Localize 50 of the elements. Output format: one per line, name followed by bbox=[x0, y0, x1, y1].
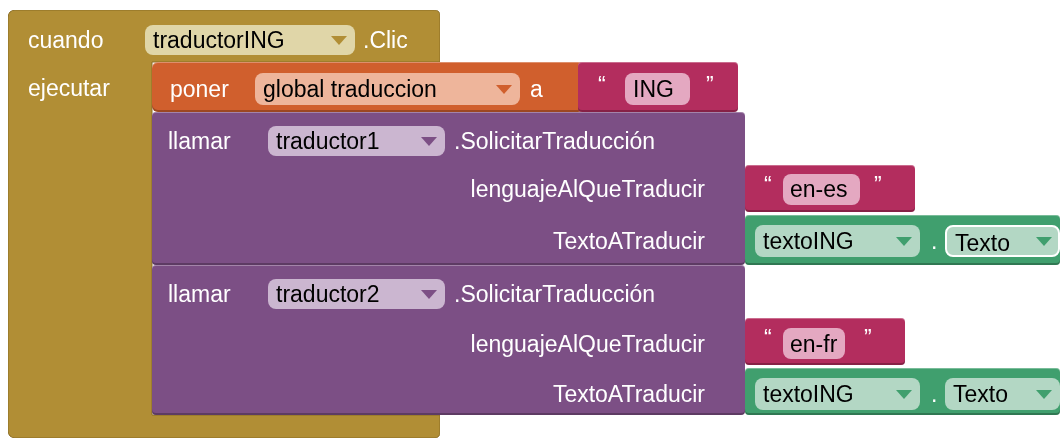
dropdown-field bbox=[255, 73, 520, 105]
field-value: traductorING bbox=[153, 27, 285, 53]
field-value: Texto bbox=[955, 230, 1010, 256]
text-value: ING bbox=[633, 76, 674, 102]
field-value: Texto bbox=[953, 381, 1008, 407]
property-getter-block bbox=[745, 215, 1060, 265]
quote-mark: “ bbox=[764, 325, 772, 351]
text-value: en-fr bbox=[790, 331, 838, 357]
block-label: lenguajeAlQueTraducir bbox=[470, 331, 705, 357]
quote-mark: ” bbox=[864, 325, 872, 351]
block-label: TextoATraducir bbox=[552, 381, 705, 407]
block-label: TextoATraducir bbox=[552, 228, 705, 254]
quote-mark: “ bbox=[764, 172, 772, 198]
property-getter-block bbox=[745, 368, 1060, 415]
text-block bbox=[578, 62, 738, 112]
text-field bbox=[625, 73, 690, 105]
dropdown-field bbox=[268, 279, 445, 309]
block-label: llamar bbox=[168, 128, 231, 154]
text-field bbox=[783, 328, 845, 359]
block-label: .SolicitarTraducción bbox=[454, 281, 656, 307]
dropdown-field bbox=[268, 126, 445, 156]
dropdown-field bbox=[945, 225, 1060, 257]
quote-mark: ” bbox=[706, 72, 714, 98]
text-field bbox=[783, 174, 860, 205]
dropdown-field bbox=[755, 225, 920, 257]
dropdown-field bbox=[945, 378, 1060, 410]
block-label: llamar bbox=[168, 281, 231, 307]
text-block bbox=[745, 318, 905, 365]
block-label: . bbox=[931, 228, 938, 254]
field-value: textoING bbox=[763, 381, 854, 407]
field-value: traductor1 bbox=[276, 128, 380, 154]
dropdown-field bbox=[145, 25, 355, 55]
block-label: .SolicitarTraducción bbox=[454, 128, 656, 154]
method-call-block bbox=[152, 112, 745, 265]
block-label: a bbox=[530, 76, 543, 102]
quote-mark: ” bbox=[874, 172, 882, 198]
block-label: lenguajeAlQueTraducir bbox=[470, 176, 705, 202]
field-value: textoING bbox=[763, 228, 854, 254]
block-label: cuando bbox=[28, 27, 104, 53]
block-label: ejecutar bbox=[28, 75, 110, 101]
field-value: global traduccion bbox=[263, 76, 437, 102]
dropdown-field bbox=[755, 378, 920, 410]
field-value: traductor2 bbox=[276, 281, 380, 307]
block-label: .Clic bbox=[363, 27, 408, 53]
text-block bbox=[745, 165, 915, 212]
block-label: . bbox=[931, 381, 938, 407]
text-value: en-es bbox=[790, 176, 848, 202]
quote-mark: “ bbox=[598, 72, 606, 98]
block-label: poner bbox=[170, 76, 229, 102]
method-call-block bbox=[152, 265, 745, 415]
